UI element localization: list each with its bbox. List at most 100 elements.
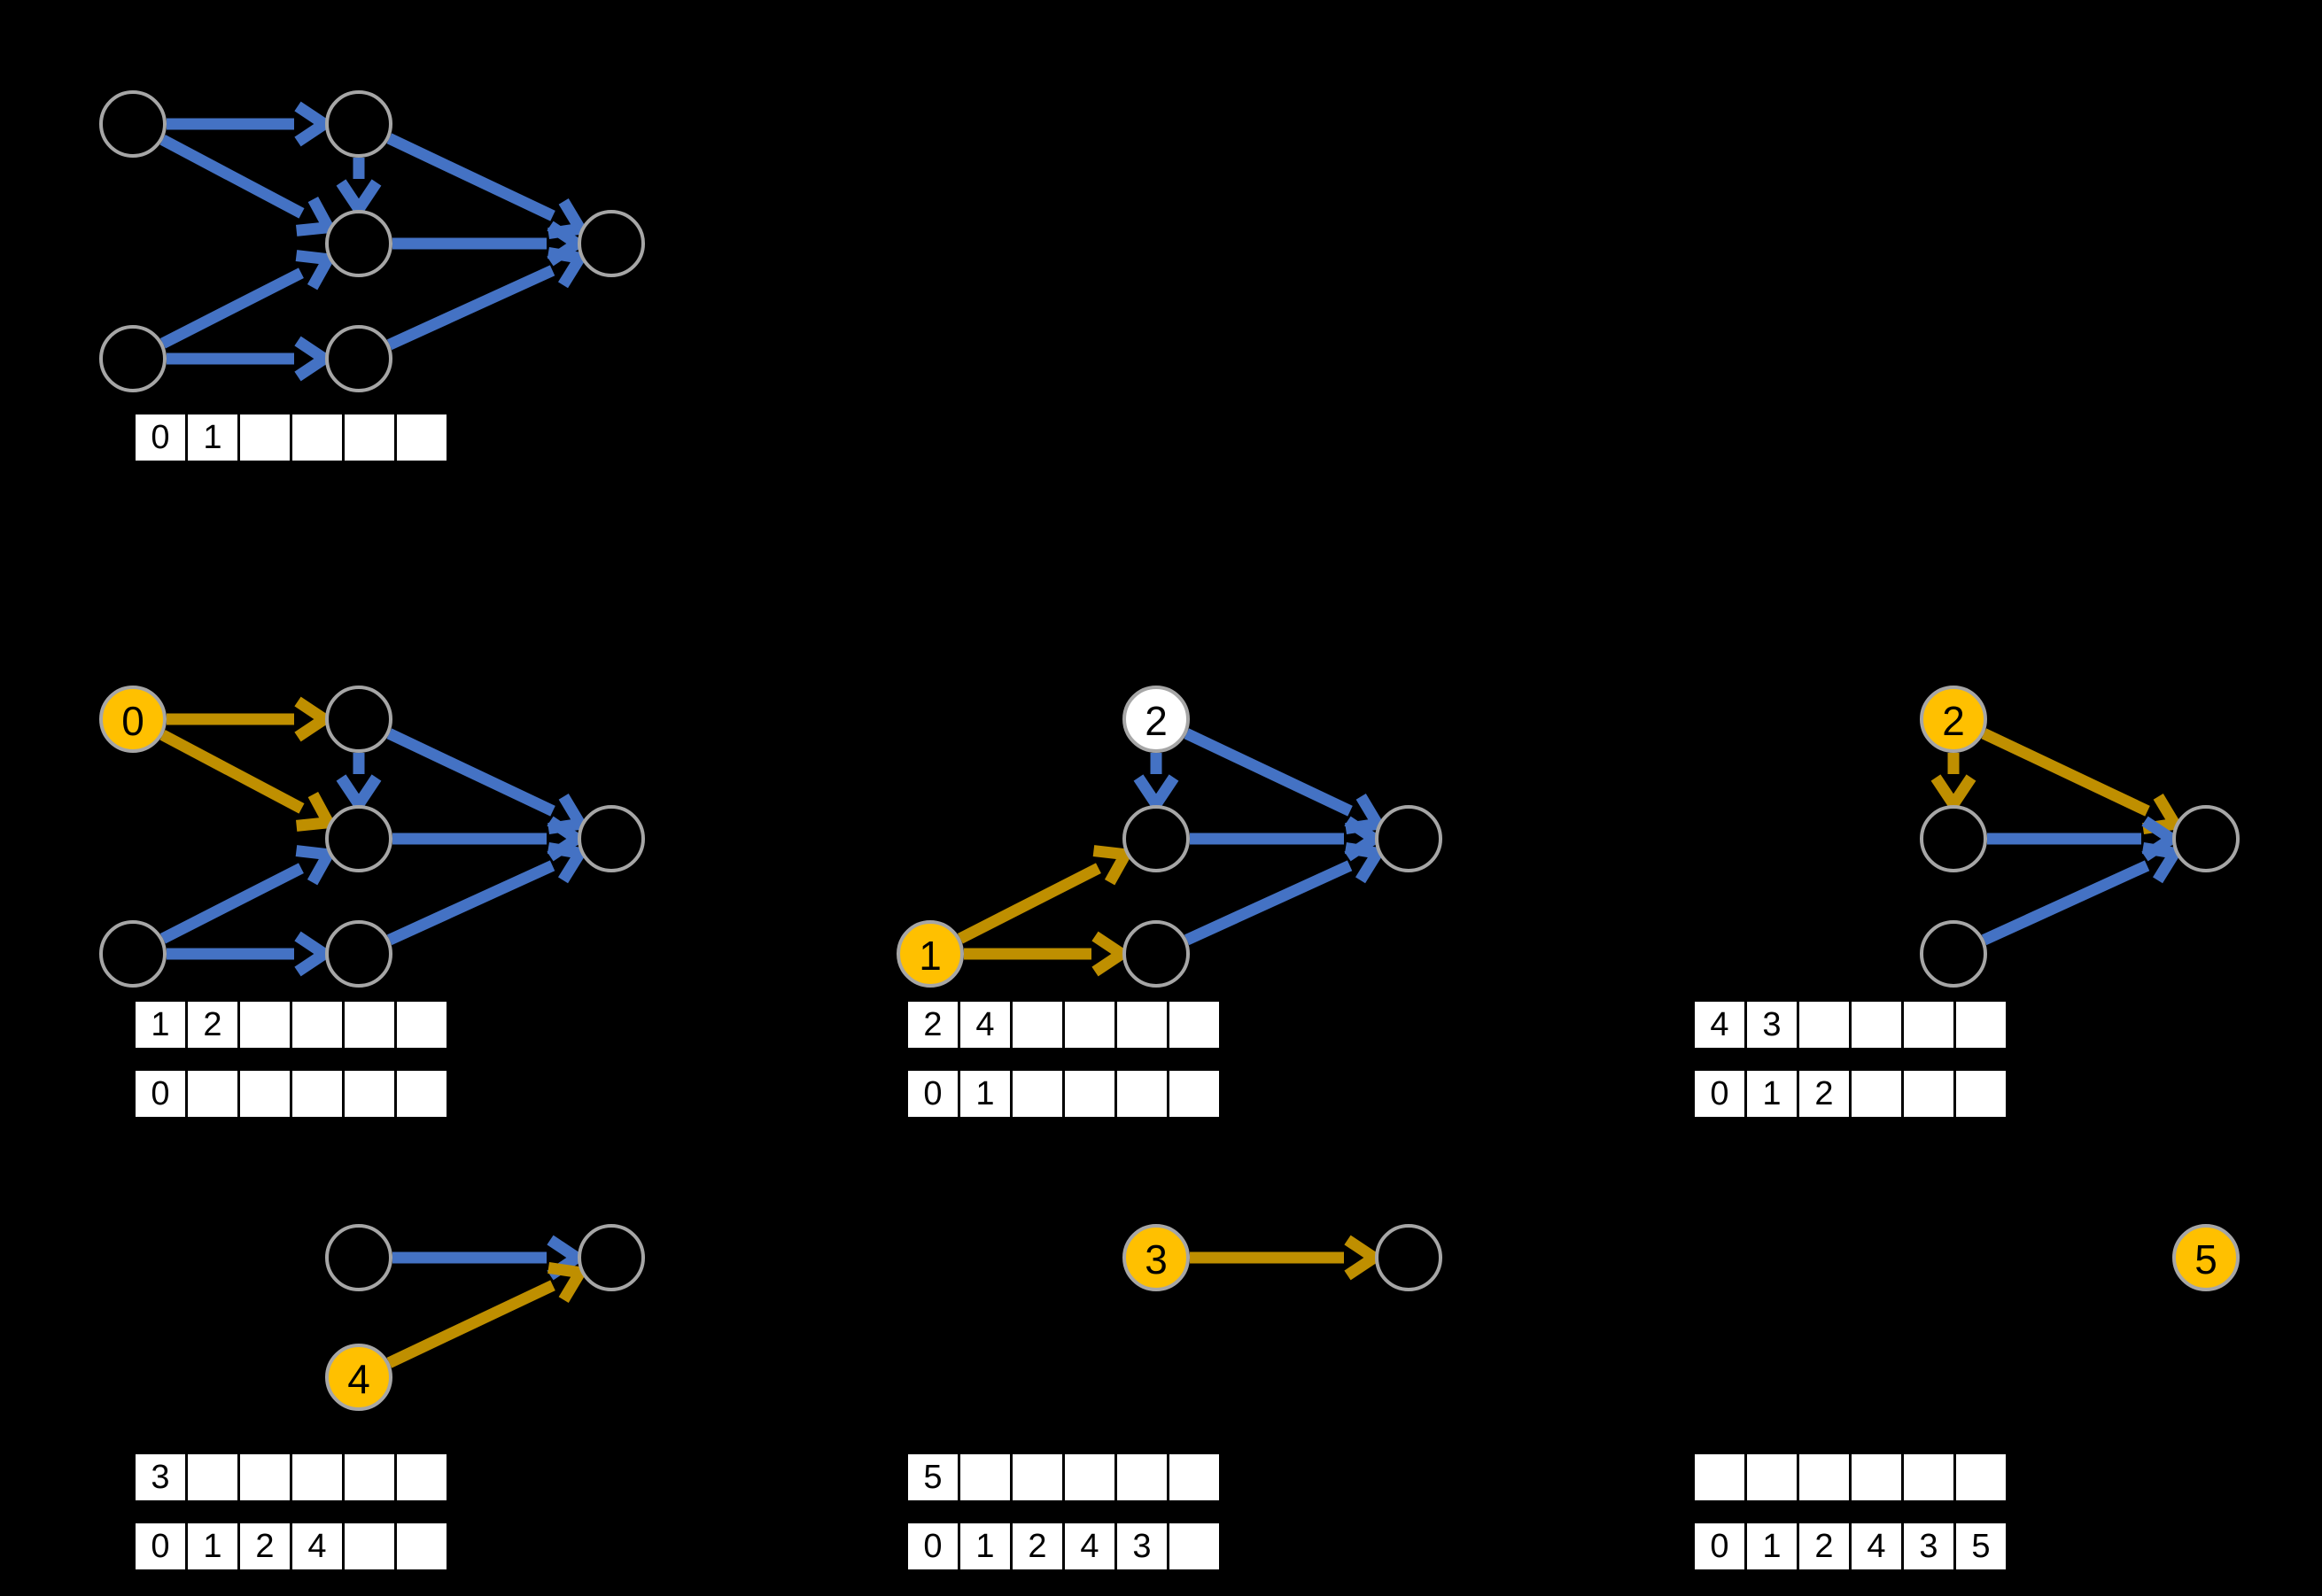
graph-node[interactable] [325,805,392,872]
graph-node[interactable] [1122,920,1190,988]
array-cell[interactable] [290,412,345,463]
array-cell[interactable] [958,1452,1013,1503]
array-cell[interactable] [1167,1521,1222,1572]
array-cell[interactable]: 1 [958,1068,1013,1120]
graph-node[interactable] [1375,1224,1442,1291]
array-cell[interactable]: 4 [958,999,1013,1050]
graph-node[interactable] [325,1224,392,1291]
array-cell[interactable] [185,1452,240,1503]
array-cell[interactable] [1114,999,1169,1050]
array-cell[interactable] [1167,999,1222,1050]
array-cell[interactable] [1010,1452,1065,1503]
array-cell[interactable] [342,1068,397,1120]
array-cell[interactable]: 4 [1692,999,1747,1050]
graph-node[interactable] [1375,805,1442,872]
array-cell[interactable]: 1 [133,999,188,1050]
graph-node[interactable] [325,210,392,277]
array-cell[interactable] [1167,1452,1222,1503]
graph-node-3[interactable]: 3 [1122,1224,1190,1291]
array-cell[interactable]: 0 [133,1068,188,1120]
graph-node[interactable] [325,920,392,988]
graph-node[interactable] [578,210,645,277]
array-cell[interactable] [1849,1452,1904,1503]
array-cell[interactable]: 0 [905,1068,960,1120]
array-cell[interactable] [1114,1452,1169,1503]
array-cell[interactable]: 3 [1901,1521,1956,1572]
array-cell[interactable] [1010,999,1065,1050]
graph-node[interactable] [99,325,167,392]
array-cell[interactable] [394,1521,449,1572]
array-cell[interactable]: 4 [1062,1521,1117,1572]
array-cell[interactable]: 3 [1744,999,1799,1050]
array-cell[interactable]: 1 [185,412,240,463]
array-cell[interactable] [1744,1452,1799,1503]
array-cell[interactable]: 5 [905,1452,960,1503]
array-cell[interactable] [1901,999,1956,1050]
array-cell[interactable] [1849,999,1904,1050]
array-cell[interactable] [1901,1452,1956,1503]
array-cell[interactable] [1692,1452,1747,1503]
array-cell[interactable]: 5 [1953,1521,2008,1572]
array-cell[interactable] [342,1521,397,1572]
graph-node[interactable] [578,805,645,872]
array-cell[interactable] [290,1068,345,1120]
graph-node[interactable] [325,90,392,158]
array-cell[interactable]: 1 [1744,1068,1799,1120]
array-cell[interactable]: 0 [1692,1521,1747,1572]
array-cell[interactable] [237,1452,292,1503]
array-cell[interactable] [1953,999,2008,1050]
array-cell[interactable] [1901,1068,1956,1120]
array-cell[interactable] [1062,999,1117,1050]
array-cell[interactable] [1114,1068,1169,1120]
array-cell[interactable] [1062,1068,1117,1120]
array-cell[interactable]: 2 [1010,1521,1065,1572]
array-cell[interactable]: 3 [1114,1521,1169,1572]
graph-node-0[interactable]: 0 [99,686,167,753]
graph-node[interactable] [1122,805,1190,872]
graph-node-1[interactable]: 1 [897,920,964,988]
array-cell[interactable]: 1 [1744,1521,1799,1572]
graph-node[interactable] [578,1224,645,1291]
array-cell[interactable]: 0 [905,1521,960,1572]
array-cell[interactable] [1797,1452,1852,1503]
array-cell[interactable] [1849,1068,1904,1120]
array-cell[interactable] [394,999,449,1050]
array-cell[interactable] [342,1452,397,1503]
array-cell[interactable] [342,999,397,1050]
array-cell[interactable] [1062,1452,1117,1503]
array-cell[interactable]: 2 [1797,1068,1852,1120]
array-cell[interactable]: 3 [133,1452,188,1503]
array-cell[interactable] [1953,1068,2008,1120]
array-cell[interactable]: 1 [185,1521,240,1572]
array-cell[interactable] [237,412,292,463]
array-cell[interactable] [342,412,397,463]
array-cell[interactable]: 2 [185,999,240,1050]
array-cell[interactable] [290,999,345,1050]
array-cell[interactable]: 2 [905,999,960,1050]
graph-node[interactable] [2172,805,2240,872]
graph-node[interactable] [1920,920,1987,988]
graph-node-5[interactable]: 5 [2172,1224,2240,1291]
array-cell[interactable]: 4 [1849,1521,1904,1572]
graph-node[interactable] [99,90,167,158]
array-cell[interactable]: 0 [1692,1068,1747,1120]
graph-node[interactable] [1920,805,1987,872]
array-cell[interactable] [237,999,292,1050]
graph-node-2[interactable]: 2 [1122,686,1190,753]
graph-node[interactable] [325,325,392,392]
array-cell[interactable]: 0 [133,1521,188,1572]
array-cell[interactable]: 2 [237,1521,292,1572]
array-cell[interactable]: 2 [1797,1521,1852,1572]
array-cell[interactable] [1953,1452,2008,1503]
array-cell[interactable] [394,1068,449,1120]
graph-node-2[interactable]: 2 [1920,686,1987,753]
array-cell[interactable] [290,1452,345,1503]
array-cell[interactable]: 4 [290,1521,345,1572]
array-cell[interactable] [1010,1068,1065,1120]
graph-node[interactable] [325,686,392,753]
array-cell[interactable] [237,1068,292,1120]
array-cell[interactable]: 0 [133,412,188,463]
array-cell[interactable] [394,1452,449,1503]
graph-node-4[interactable]: 4 [325,1344,392,1411]
array-cell[interactable] [185,1068,240,1120]
